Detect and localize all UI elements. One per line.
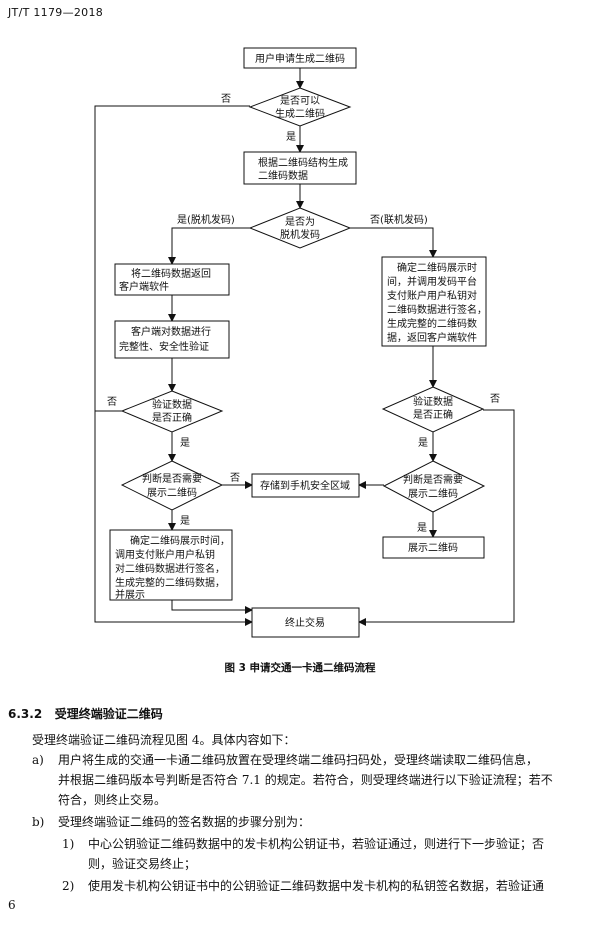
section-title: 受理终端验证二维码 [54,707,163,721]
terminate-text: 终止交易 [285,616,325,629]
decision-display-left-line1: 判断是否需要 [142,472,202,485]
item-b-line1: 受理终端验证二维码的签名数据的步骤分别为： [58,815,311,829]
label-no-1: 否 [221,93,231,105]
terminate-box [251,607,360,638]
online-process-line4: 二维码数据进行签名， [387,303,487,316]
item-a-marker: a) [32,753,44,767]
figure-caption: 图 3 申请交通一卡通二维码流程 [224,662,376,674]
decision-offline-line2: 脱机发码 [280,228,320,241]
start-text: 用户申请生成二维码 [255,52,345,65]
online-process-line2: 间，并调用发码平台 [387,275,477,288]
client-verify-line2: 完整性、安全性验证 [119,340,209,353]
item-a-line3: 符合，则终止交易。 [58,793,167,807]
show-qr-box [382,536,485,559]
offline-return-box [114,263,230,296]
decision-can-generate-line2: 生成二维码 [275,107,325,120]
offline-return-line1: 将二维码数据返回 [131,267,211,280]
offline-sign-line4: 生成完整的二维码数据， [115,576,225,589]
label-yes-display-right: 是 [417,522,427,534]
label-yes-display-left: 是 [180,515,190,527]
standard-code: JT/T 1179—2018 [8,6,104,19]
item-b1-line1: 中心公钥验证二维码数据中的发卡机构公钥证书，若验证通过，则进行下一步验证；否 [88,837,545,851]
client-verify-box [114,320,230,359]
offline-sign-line5: 并展示 [115,588,145,601]
offline-sign-box [109,529,233,601]
decision-verify-left-line2: 是否正确 [152,411,192,424]
store-secure-text: 存储到手机安全区域 [260,479,350,492]
label-offline-yes: 是(脱机发码) [177,213,235,226]
decision-offline [248,207,352,249]
generate-data-box [243,151,357,185]
label-yes-1: 是 [286,131,296,143]
item-b-marker: b) [32,815,45,829]
start-box [243,47,357,69]
decision-verify-right-line2: 是否正确 [413,408,453,421]
item-b2-line1: 使用发卡机构公钥证书中的公钥验证二维码数据中发卡机构的私钥签名数据，若验证通 [88,879,545,893]
page-number: 6 [8,898,16,912]
online-process-line1: 确定二维码展示时 [397,261,477,274]
show-qr-text: 展示二维码 [408,541,458,554]
item-b1-marker: 1) [62,837,75,851]
section-heading: 6.3.2 受理终端验证二维码 [8,705,163,722]
body-intro: 受理终端验证二维码流程见图 4。具体内容如下： [32,733,296,747]
item-a-line1: 用户将生成的交通一卡通二维码放置在受理终端二维码扫码处，受理终端读取二维码信息， [58,753,539,767]
decision-verify-left-line1: 验证数据 [152,398,192,411]
label-offline-no: 否(联机发码) [370,213,428,226]
offline-sign-line1: 确定二维码展示时间， [130,534,230,547]
item-a-line2: 并根据二维码版本号判断是否符合 7.1 的规定。若符合，则受理终端进行以下验证流… [58,773,553,787]
decision-display-right-line2: 展示二维码 [408,487,458,500]
decision-display-left [120,460,224,511]
decision-verify-right-line1: 验证数据 [413,395,453,408]
online-process-line5: 生成完整的二维码数 [387,317,477,330]
decision-display-right-line1: 判断是否需要 [403,473,463,486]
decision-can-generate-line1: 是否可以 [280,95,320,107]
decision-can-generate [248,87,352,127]
client-verify-line1: 客户端对数据进行 [131,325,211,338]
store-secure-box [251,473,360,498]
online-process-line3: 支付账户用户私钥对 [387,289,477,302]
item-b1-line2: 则，验证交易终止； [88,857,197,871]
decision-display-left-line2: 展示二维码 [147,486,197,499]
label-yes-verify-left: 是 [180,437,190,449]
flowchart: 用户申请生成二维码 是否可以 生成二维码 否 是 根据二维码结构生成 二维码数据… [94,47,515,638]
offline-sign-line3: 对二维码数据进行签名， [115,562,225,575]
decision-display-right [382,460,486,513]
section-number: 6.3.2 [8,707,43,721]
decision-verify-right [381,386,485,433]
offline-sign-line2: 调用支付账户用户私钥 [115,548,215,561]
generate-data-line1: 根据二维码结构生成 [258,156,348,169]
decision-offline-line1: 是否为 [285,216,315,228]
online-process-line6: 据，返回客户端软件 [387,331,477,344]
label-no-display-left: 否 [230,472,240,484]
label-no-verify-left: 否 [107,396,117,408]
offline-return-line2: 客户端软件 [119,280,169,293]
generate-data-line2: 二维码数据 [258,169,308,182]
label-yes-verify-right: 是 [418,437,428,449]
label-no-verify-right: 否 [490,393,500,405]
online-process-box [381,256,487,347]
item-b2-marker: 2) [62,879,75,893]
decision-verify-left [120,390,224,433]
